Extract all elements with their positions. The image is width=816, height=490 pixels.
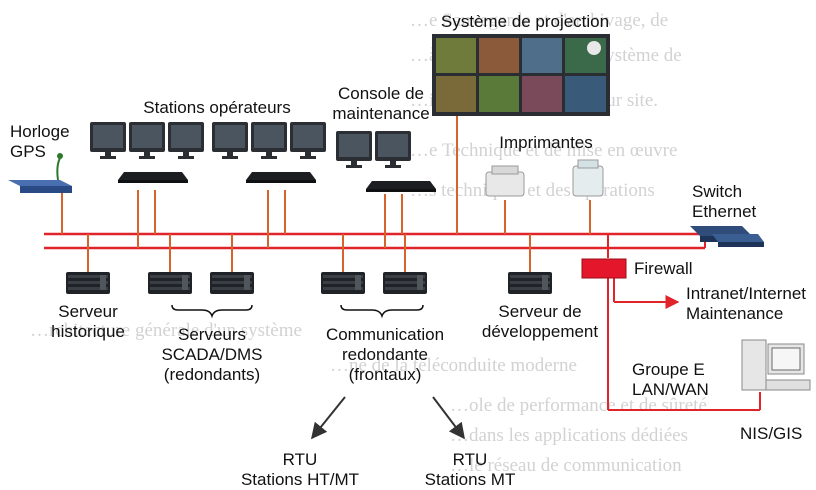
gps-label-line: Horloge [10, 122, 70, 141]
background-text-line: …e Technique et de mise en œuvre [410, 140, 678, 161]
rtu-mt-arrow [432, 396, 465, 440]
gps-label-line: GPS [10, 142, 46, 161]
groupe-lan-wan-label-line: Groupe E [632, 360, 705, 379]
background-text-line: …le réseau de communication [450, 455, 682, 476]
scada-servers-label-line: Serveurs [177, 325, 247, 344]
communication-label: Communication redondante (frontaux) [310, 325, 460, 385]
background-text-line: …ne de la téléconduite moderne [330, 355, 577, 376]
historical-server-label: Serveur historique [38, 302, 138, 342]
computer-icon [741, 339, 811, 391]
server-icon [508, 272, 552, 294]
historical-server-label-line: historique [51, 322, 125, 341]
maintenance-console-icon [336, 131, 436, 192]
rtu-mt-label-line: Stations MT [424, 470, 516, 489]
intranet-label-line: Intranet/Internet [686, 284, 807, 303]
rtu-mt-label-line: RTU [452, 450, 488, 469]
server-icon [210, 272, 254, 294]
rtu-ht-label-line: RTU [282, 450, 318, 469]
nis-gis-label: NIS/GIS [740, 424, 803, 443]
communication-label-line: (frontaux) [348, 365, 422, 384]
comm-bracket [340, 304, 424, 319]
development-server-label-line: développement [481, 322, 599, 341]
projection-label: Système de projection [440, 12, 610, 31]
background-text-line: …rchitecture générale d'un système [30, 320, 302, 341]
projection-wall-icon [432, 34, 610, 116]
server-icon [66, 272, 110, 294]
rtu-mt-label: RTU Stations MT [410, 450, 530, 490]
printer-icon [485, 165, 525, 197]
switch-icon [690, 226, 764, 247]
rtu-ht-label-line: Stations HT/MT [240, 470, 360, 489]
printers-label: Imprimantes [499, 133, 593, 152]
scada-servers-label-line: (redondants) [163, 365, 261, 384]
server-connection-lines [61, 116, 591, 275]
background-text-line: …dans les applications dédiées [450, 425, 688, 446]
operator-station-icon [212, 122, 326, 183]
groupe-lan-wan-label-line: LAN/WAN [632, 380, 709, 399]
rtu-ht-arrow [310, 396, 346, 440]
server-icon [383, 272, 427, 294]
rtu-ht-label: RTU Stations HT/MT [230, 450, 370, 490]
console-label-line: Console de [337, 84, 424, 103]
development-server-label-line: Serveur de [498, 302, 582, 321]
communication-label-line: redondante [341, 345, 429, 364]
gps-label: Horloge GPS [10, 122, 70, 162]
communication-label-line: Communication [325, 325, 445, 344]
console-label: Console de maintenance [318, 84, 444, 124]
historical-server-label-line: Serveur [58, 302, 118, 321]
switch-label-line: Ethernet [692, 202, 757, 221]
firewall-label: Firewall [634, 259, 693, 278]
firewall-box [581, 258, 627, 279]
intranet-label: Intranet/Internet Maintenance [686, 284, 806, 324]
operators-label: Stations opérateurs [143, 98, 291, 117]
printer-icon [572, 159, 604, 197]
switch-label-line: Switch [692, 182, 743, 201]
background-text-line: …e Sauvegarde et d'archivage, de [410, 10, 669, 31]
server-icon [321, 272, 365, 294]
groupe-lan-wan-label: Groupe E LAN/WAN [632, 360, 709, 400]
intranet-label-line: Maintenance [686, 304, 784, 323]
server-icon [148, 272, 192, 294]
scada-servers-label-line: SCADA/DMS [161, 345, 263, 364]
gps-clock-icon [8, 153, 72, 193]
scada-servers-label: Serveurs SCADA/DMS (redondants) [142, 325, 282, 385]
console-label-line: maintenance [332, 104, 430, 123]
scada-bracket [171, 304, 253, 319]
operator-station-icon [90, 122, 204, 183]
switch-label: Switch Ethernet [692, 182, 756, 222]
development-server-label: Serveur de développement [470, 302, 610, 342]
